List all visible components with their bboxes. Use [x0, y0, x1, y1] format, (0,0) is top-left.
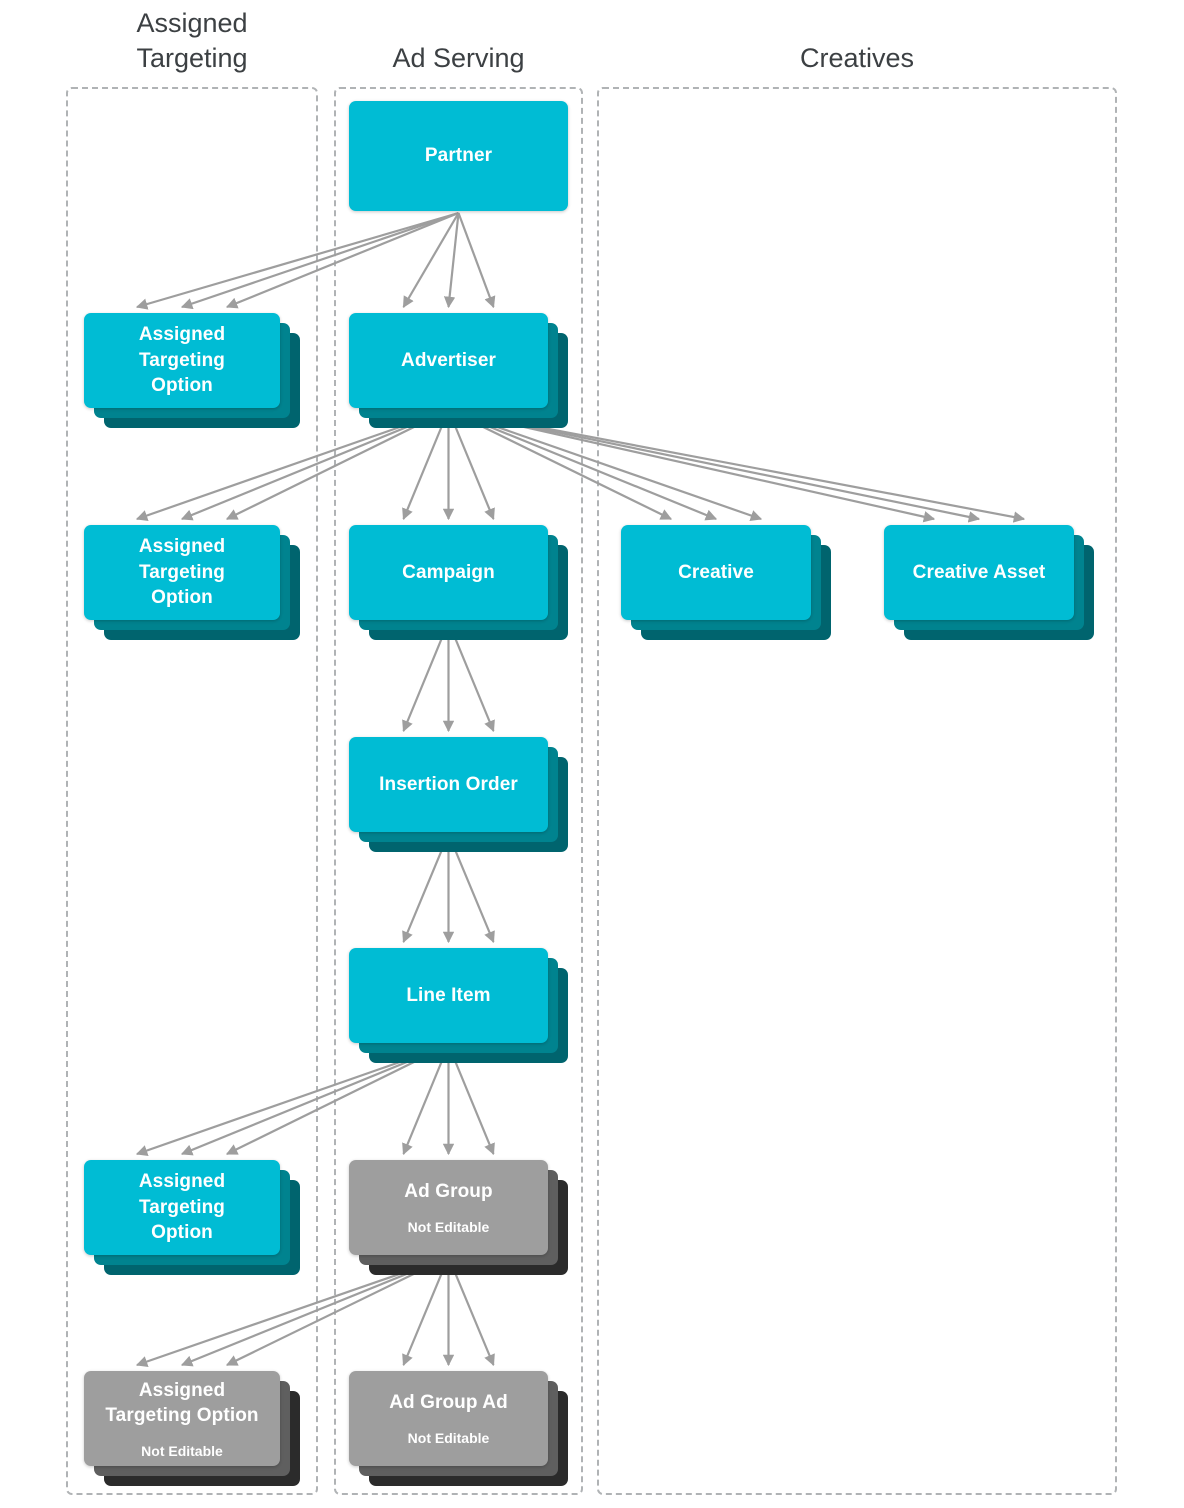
node-title: Creative: [678, 561, 754, 583]
node-face-creative-asset[interactable]: Creative Asset: [884, 525, 1074, 620]
column-header-ad-serving: Ad Serving: [392, 43, 525, 73]
node-title: Campaign: [402, 561, 495, 583]
node-ato-partner[interactable]: Assigned Targeting Option: [84, 313, 300, 428]
node-ato-line-item[interactable]: Assigned Targeting Option: [84, 1160, 300, 1275]
node-face-advertiser[interactable]: Advertiser: [349, 313, 548, 408]
node-creative-asset[interactable]: Creative Asset: [884, 525, 1094, 640]
node-face-ato-line-item[interactable]: Assigned Targeting Option: [84, 1160, 280, 1255]
node-title: Line Item: [406, 984, 491, 1006]
node-title: Ad Group: [404, 1181, 493, 1203]
node-title: Partner: [424, 145, 493, 167]
node-campaign[interactable]: Campaign: [349, 525, 568, 640]
node-face-line-item[interactable]: Line Item: [349, 948, 548, 1043]
group-container-creatives: [597, 87, 1117, 1495]
node-face-creative[interactable]: Creative: [621, 525, 811, 620]
node-title: Assigned Targeting Option: [138, 324, 226, 397]
node-title: Assigned Targeting Option: [138, 1171, 226, 1244]
node-title: Ad Group Ad: [389, 1392, 508, 1414]
node-subtitle-not-editable: Not Editable: [407, 1429, 490, 1446]
group-container-assigned-targeting: [66, 87, 318, 1495]
node-line-item[interactable]: Line Item: [349, 948, 568, 1063]
column-header-assigned-targeting: Assigned Targeting: [136, 8, 248, 73]
node-insertion-order[interactable]: Insertion Order: [349, 737, 568, 852]
node-face-partner[interactable]: Partner: [349, 101, 568, 211]
node-title: Creative Asset: [912, 561, 1046, 583]
node-face-ato-partner[interactable]: Assigned Targeting Option: [84, 313, 280, 408]
column-header-creatives: Creatives: [799, 43, 915, 73]
node-subtitle-not-editable: Not Editable: [407, 1218, 490, 1235]
node-face-ato-advertiser[interactable]: Assigned Targeting Option: [84, 525, 280, 620]
node-subtitle-not-editable: Not Editable: [141, 1442, 223, 1459]
node-partner[interactable]: Partner: [349, 101, 568, 211]
node-creative[interactable]: Creative: [621, 525, 831, 640]
node-title: Insertion Order: [379, 773, 518, 795]
node-title: Advertiser: [401, 349, 496, 371]
node-advertiser[interactable]: Advertiser: [349, 313, 568, 428]
node-face-campaign[interactable]: Campaign: [349, 525, 548, 620]
node-face-insertion-order[interactable]: Insertion Order: [349, 737, 548, 832]
node-ad-group-ad[interactable]: Ad Group Ad Not Editable: [349, 1371, 568, 1486]
group-container-ad-serving: [334, 87, 583, 1495]
node-face-ad-group-ad[interactable]: Ad Group Ad Not Editable: [349, 1371, 548, 1466]
node-title: Assigned Targeting Option: [138, 536, 226, 609]
node-ato-advertiser[interactable]: Assigned Targeting Option: [84, 525, 300, 640]
node-title: Assigned Targeting Option: [105, 1379, 259, 1427]
